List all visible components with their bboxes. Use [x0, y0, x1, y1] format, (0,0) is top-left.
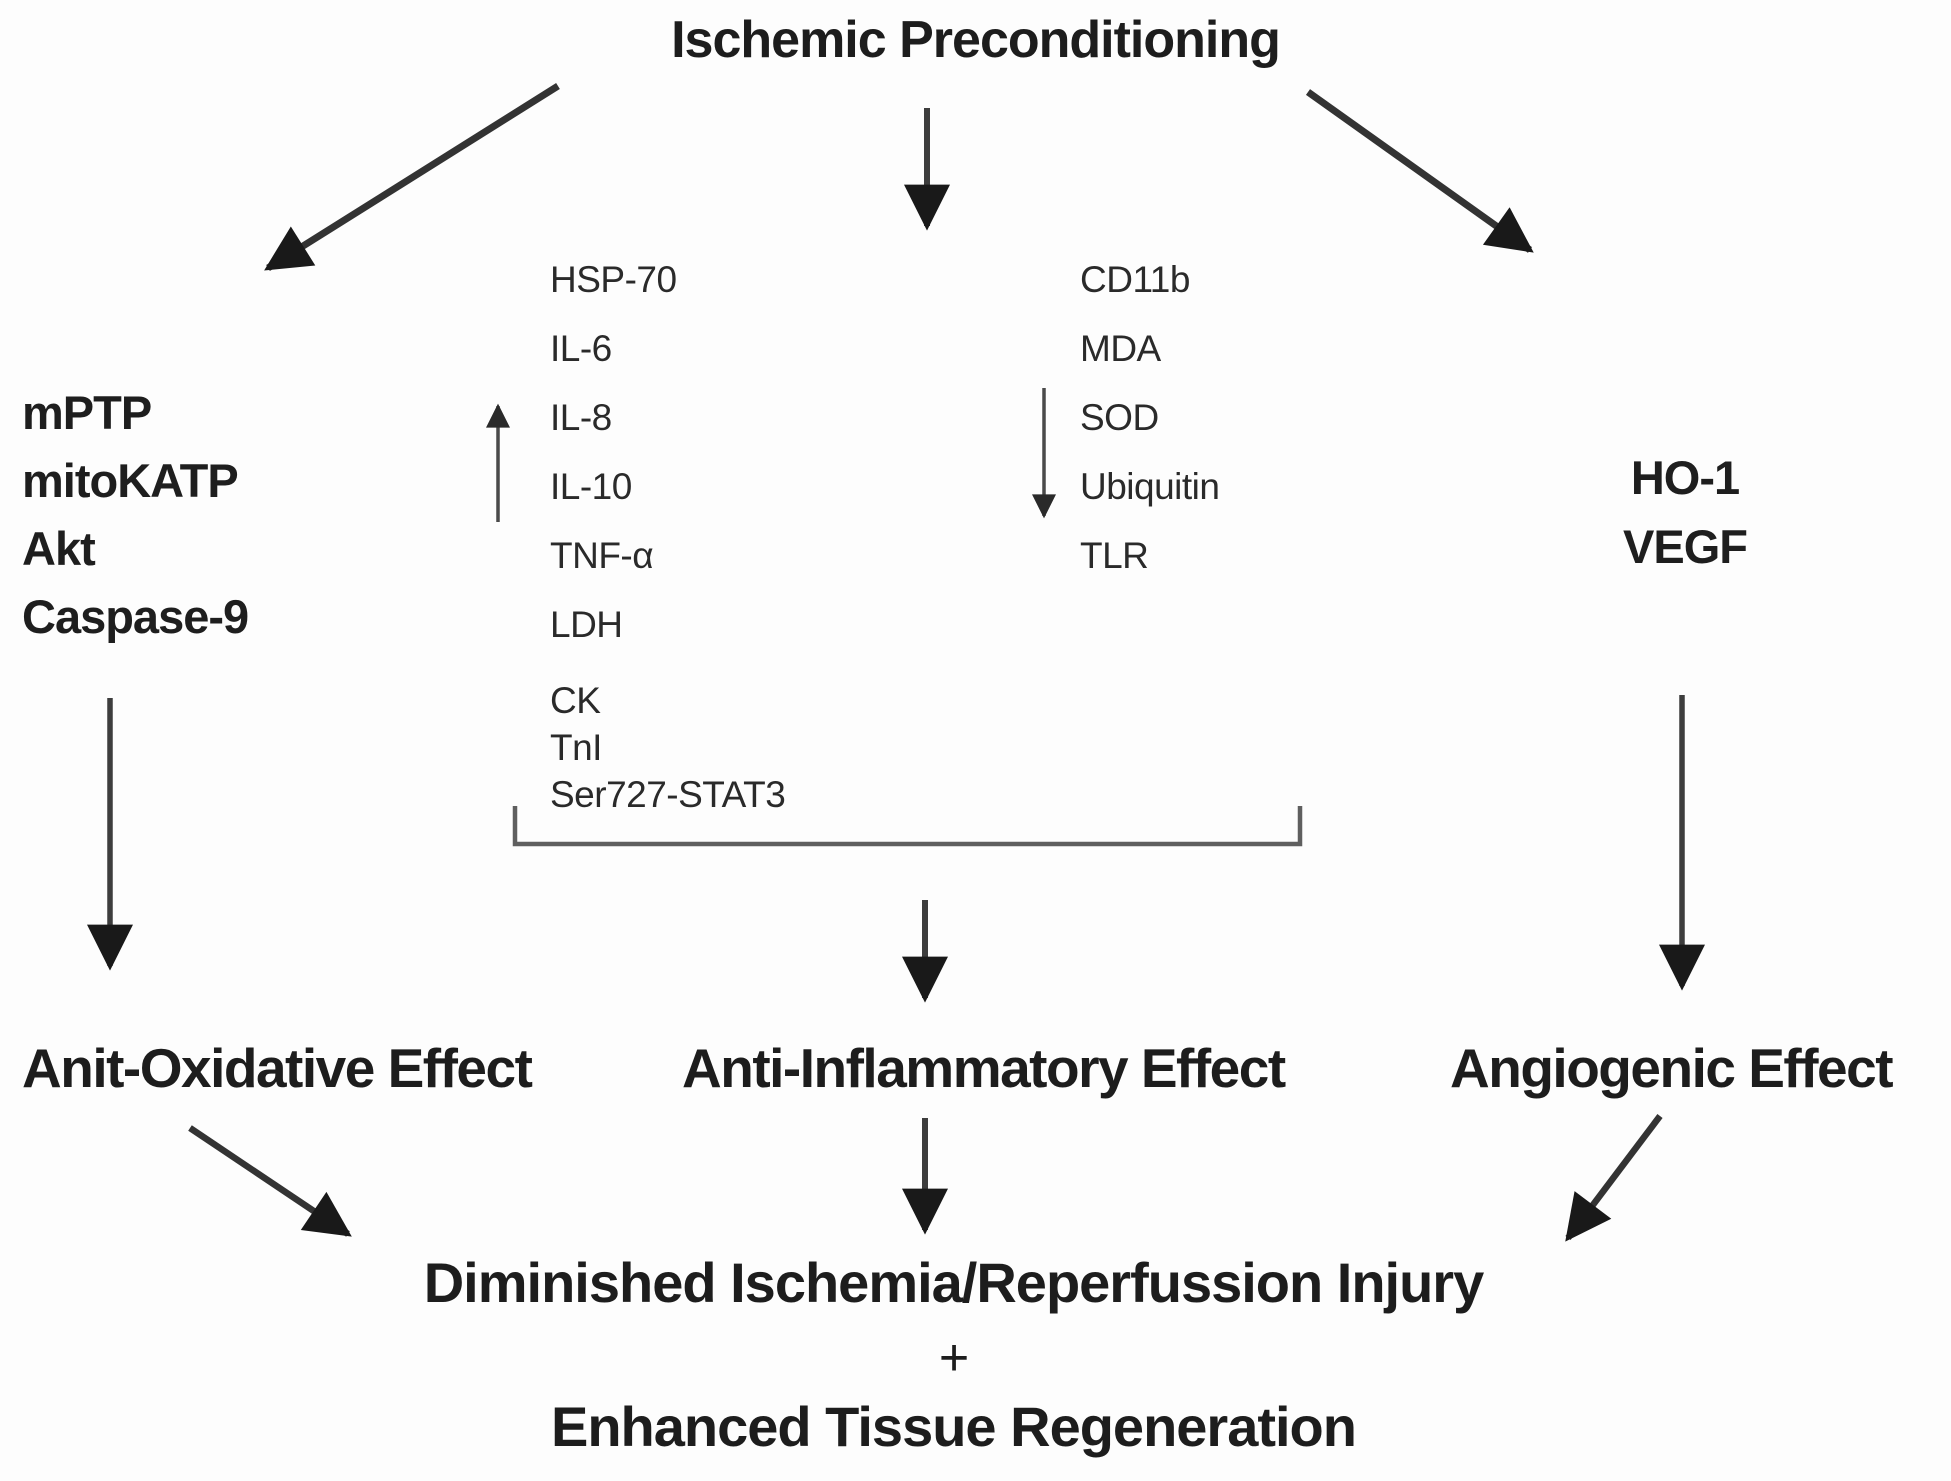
list-item: HO-1: [1630, 451, 1740, 504]
list-item: LDH: [550, 603, 623, 645]
arrow-ipc-to-antioxidative: [264, 83, 560, 271]
list-item: VEGF: [1623, 520, 1748, 573]
list-item: HSP-70: [550, 258, 677, 300]
list-item: IL-10: [550, 465, 632, 507]
diagram-title: Ischemic Preconditioning: [671, 11, 1281, 69]
list-item: Ser727-STAT3: [550, 773, 786, 815]
list-item: mPTP: [22, 385, 152, 439]
angiogenic-effect-label: Angiogenic Effect: [1450, 1037, 1894, 1099]
outcome-line1: Diminished Ischemia/Reperfussion Injury: [423, 1251, 1485, 1314]
outcome-line2: Enhanced Tissue Regeneration: [551, 1395, 1357, 1458]
list-item: TnI: [550, 726, 602, 768]
arrow-ipc-to-angiogenic: [1305, 89, 1534, 253]
list-item: IL-6: [550, 327, 612, 369]
list-item: IL-8: [550, 396, 612, 438]
arrow-angiogenic-to-outcome: [1565, 1114, 1663, 1242]
list-item: Akt: [22, 521, 96, 575]
list-item: TLR: [1080, 534, 1149, 576]
antioxidative-effect-label: Anit-Oxidative Effect: [22, 1037, 533, 1099]
bracket: [512, 806, 1303, 847]
list-item: CD11b: [1080, 258, 1190, 300]
outcome-plus-sign: +: [938, 1329, 969, 1387]
list-item: Caspase-9: [22, 589, 249, 643]
list-item: SOD: [1080, 396, 1159, 438]
list-item: Ubiquitin: [1080, 465, 1220, 507]
list-item: CK: [550, 679, 601, 721]
arrow-antioxidative-to-outcome: [188, 1125, 352, 1237]
list-item: TNF-α: [550, 534, 654, 576]
anti-inflammatory-effect-label: Anti-Inflammatory Effect: [682, 1037, 1286, 1099]
list-item: mitoKATP: [22, 453, 239, 507]
list-item: MDA: [1080, 327, 1161, 369]
